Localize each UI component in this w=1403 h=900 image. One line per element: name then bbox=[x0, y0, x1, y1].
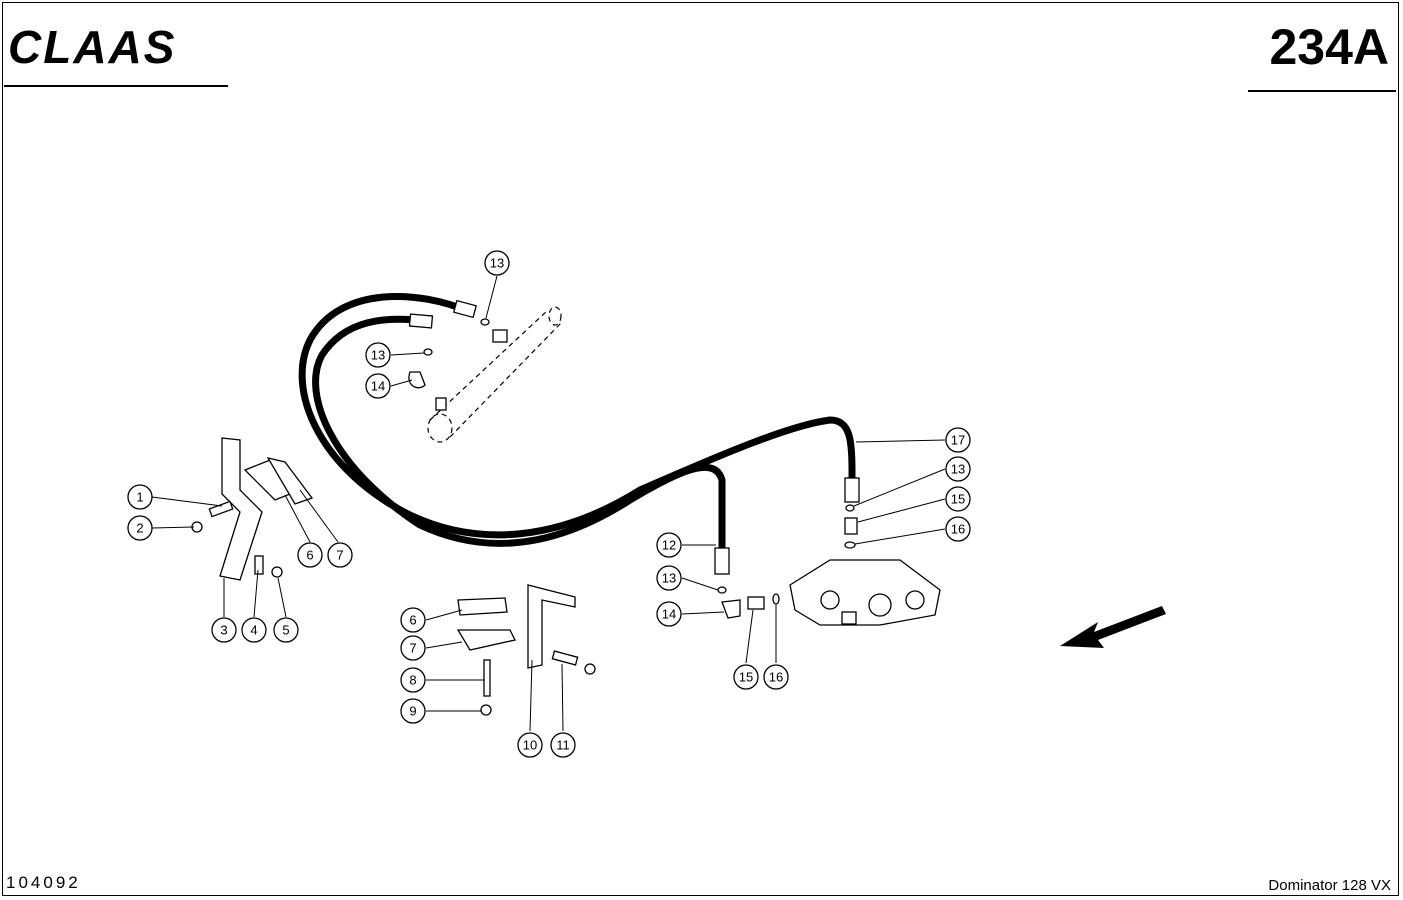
callout-label: 7 bbox=[409, 641, 416, 656]
seal-ring-13-lower bbox=[717, 586, 727, 594]
callout-12: 12 bbox=[656, 532, 682, 558]
brand-logo-text: CLAAS bbox=[8, 21, 177, 73]
callout-label: 17 bbox=[951, 433, 965, 448]
callout-label: 15 bbox=[739, 670, 753, 685]
callout-label: 5 bbox=[282, 623, 289, 638]
bracket-assembly-middle bbox=[456, 584, 596, 716]
hose-fitting-17 bbox=[844, 477, 860, 503]
elbow-fitting-14-top bbox=[408, 371, 426, 389]
arrow-left-down-icon bbox=[1060, 606, 1166, 648]
reference-code: 104092 bbox=[6, 873, 81, 892]
callout-7-left: 7 bbox=[327, 542, 353, 568]
callout-label: 8 bbox=[409, 673, 416, 688]
callout-label: 6 bbox=[306, 548, 313, 563]
callout-2: 2 bbox=[127, 515, 153, 541]
seal-ring-13-top bbox=[423, 348, 433, 356]
callout-10: 10 bbox=[517, 732, 543, 758]
callout-5: 5 bbox=[273, 617, 299, 643]
callout-16-lower: 16 bbox=[763, 664, 789, 690]
callout-label: 4 bbox=[250, 623, 257, 638]
callout-8: 8 bbox=[400, 667, 426, 693]
callout-16-right: 16 bbox=[945, 516, 971, 542]
callout-label: 16 bbox=[769, 670, 783, 685]
hose-lower bbox=[312, 315, 726, 560]
callout-label: 13 bbox=[951, 462, 965, 477]
callout-1: 1 bbox=[127, 484, 153, 510]
logo-underline bbox=[4, 85, 228, 87]
callout-label: 7 bbox=[336, 548, 343, 563]
callout-label: 2 bbox=[136, 521, 143, 536]
callout-14-top: 14 bbox=[365, 373, 391, 399]
callout-17: 17 bbox=[945, 427, 971, 453]
callout-9: 9 bbox=[400, 698, 426, 724]
callout-3: 3 bbox=[211, 617, 237, 643]
seal-ring-13-right bbox=[845, 504, 855, 512]
model-name: Dominator 128 VX bbox=[1268, 877, 1391, 894]
hose-fitting-lower bbox=[408, 313, 434, 329]
callout-13-top: 13 bbox=[484, 250, 510, 276]
callout-6-middle: 6 bbox=[400, 607, 426, 633]
callout-label: 3 bbox=[220, 623, 227, 638]
callout-13-lower: 13 bbox=[656, 565, 682, 591]
callout-label: 13 bbox=[490, 256, 504, 271]
callout-15-right: 15 bbox=[945, 486, 971, 512]
hose-fitting-upper bbox=[452, 299, 478, 319]
callout-14-lower: 14 bbox=[656, 601, 682, 627]
callout-label: 14 bbox=[662, 607, 676, 622]
callout-4: 4 bbox=[241, 617, 267, 643]
cylinder-port-lower bbox=[435, 397, 447, 411]
seal-ring-16-lower bbox=[772, 593, 780, 605]
callout-label: 6 bbox=[409, 613, 416, 628]
adapter-15-lower bbox=[747, 596, 765, 610]
seal-ring-13-upper bbox=[480, 318, 490, 326]
hose-upper bbox=[298, 293, 856, 539]
callout-label: 12 bbox=[662, 538, 676, 553]
hydraulic-cylinder-outline bbox=[427, 306, 563, 443]
callout-15-lower: 15 bbox=[733, 664, 759, 690]
bracket-assembly-left bbox=[191, 437, 314, 581]
callout-label: 13 bbox=[662, 571, 676, 586]
callout-13-mid: 13 bbox=[365, 342, 391, 368]
callout-label: 1 bbox=[136, 490, 143, 505]
callout-label: 14 bbox=[371, 379, 385, 394]
callout-label: 10 bbox=[523, 738, 537, 753]
control-valve-block bbox=[789, 559, 941, 626]
callout-label: 16 bbox=[951, 522, 965, 537]
elbow-fitting-14-lower bbox=[721, 599, 741, 619]
callout-6-left: 6 bbox=[297, 542, 323, 568]
page-number: 234A bbox=[1269, 19, 1389, 75]
seal-ring-16-top bbox=[844, 541, 856, 549]
callout-label: 13 bbox=[371, 348, 385, 363]
page-number-underline bbox=[1248, 90, 1396, 92]
callout-label: 9 bbox=[409, 704, 416, 719]
adapter-15-top bbox=[844, 517, 858, 535]
hose-fitting-12 bbox=[714, 547, 730, 575]
callout-11: 11 bbox=[550, 732, 576, 758]
callout-7-middle: 7 bbox=[400, 635, 426, 661]
cylinder-port-upper bbox=[492, 329, 508, 343]
callout-leaders bbox=[151, 275, 946, 732]
callout-13-right: 13 bbox=[945, 456, 971, 482]
callout-label: 11 bbox=[556, 738, 570, 753]
brand-logo: CLAAS bbox=[8, 20, 238, 73]
callout-label: 15 bbox=[951, 492, 965, 507]
